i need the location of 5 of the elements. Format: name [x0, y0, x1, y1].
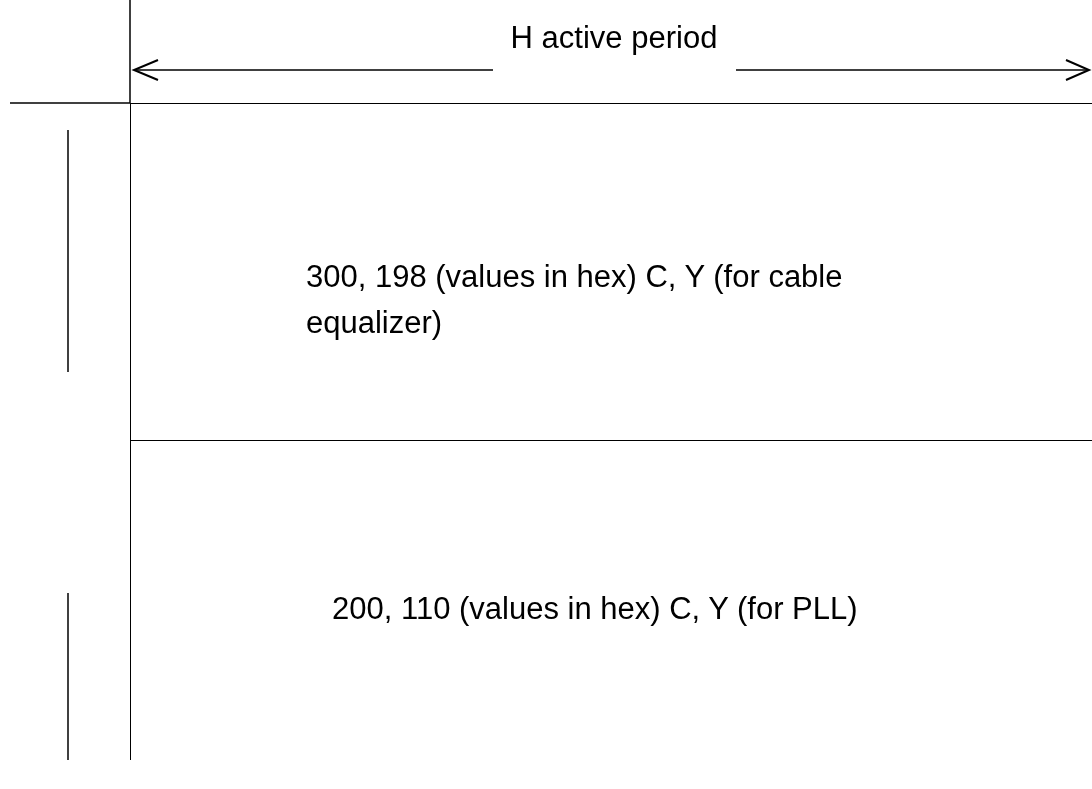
band-region [130, 103, 1092, 440]
dimension-label: H active period [509, 19, 719, 57]
region-text: 300, 198 (values in hex) C, Y (for cable equalizer) [306, 258, 844, 342]
region-text: 200, 110 (values in hex) C, Y (for PLL) [332, 590, 859, 628]
band-region [130, 440, 1092, 760]
